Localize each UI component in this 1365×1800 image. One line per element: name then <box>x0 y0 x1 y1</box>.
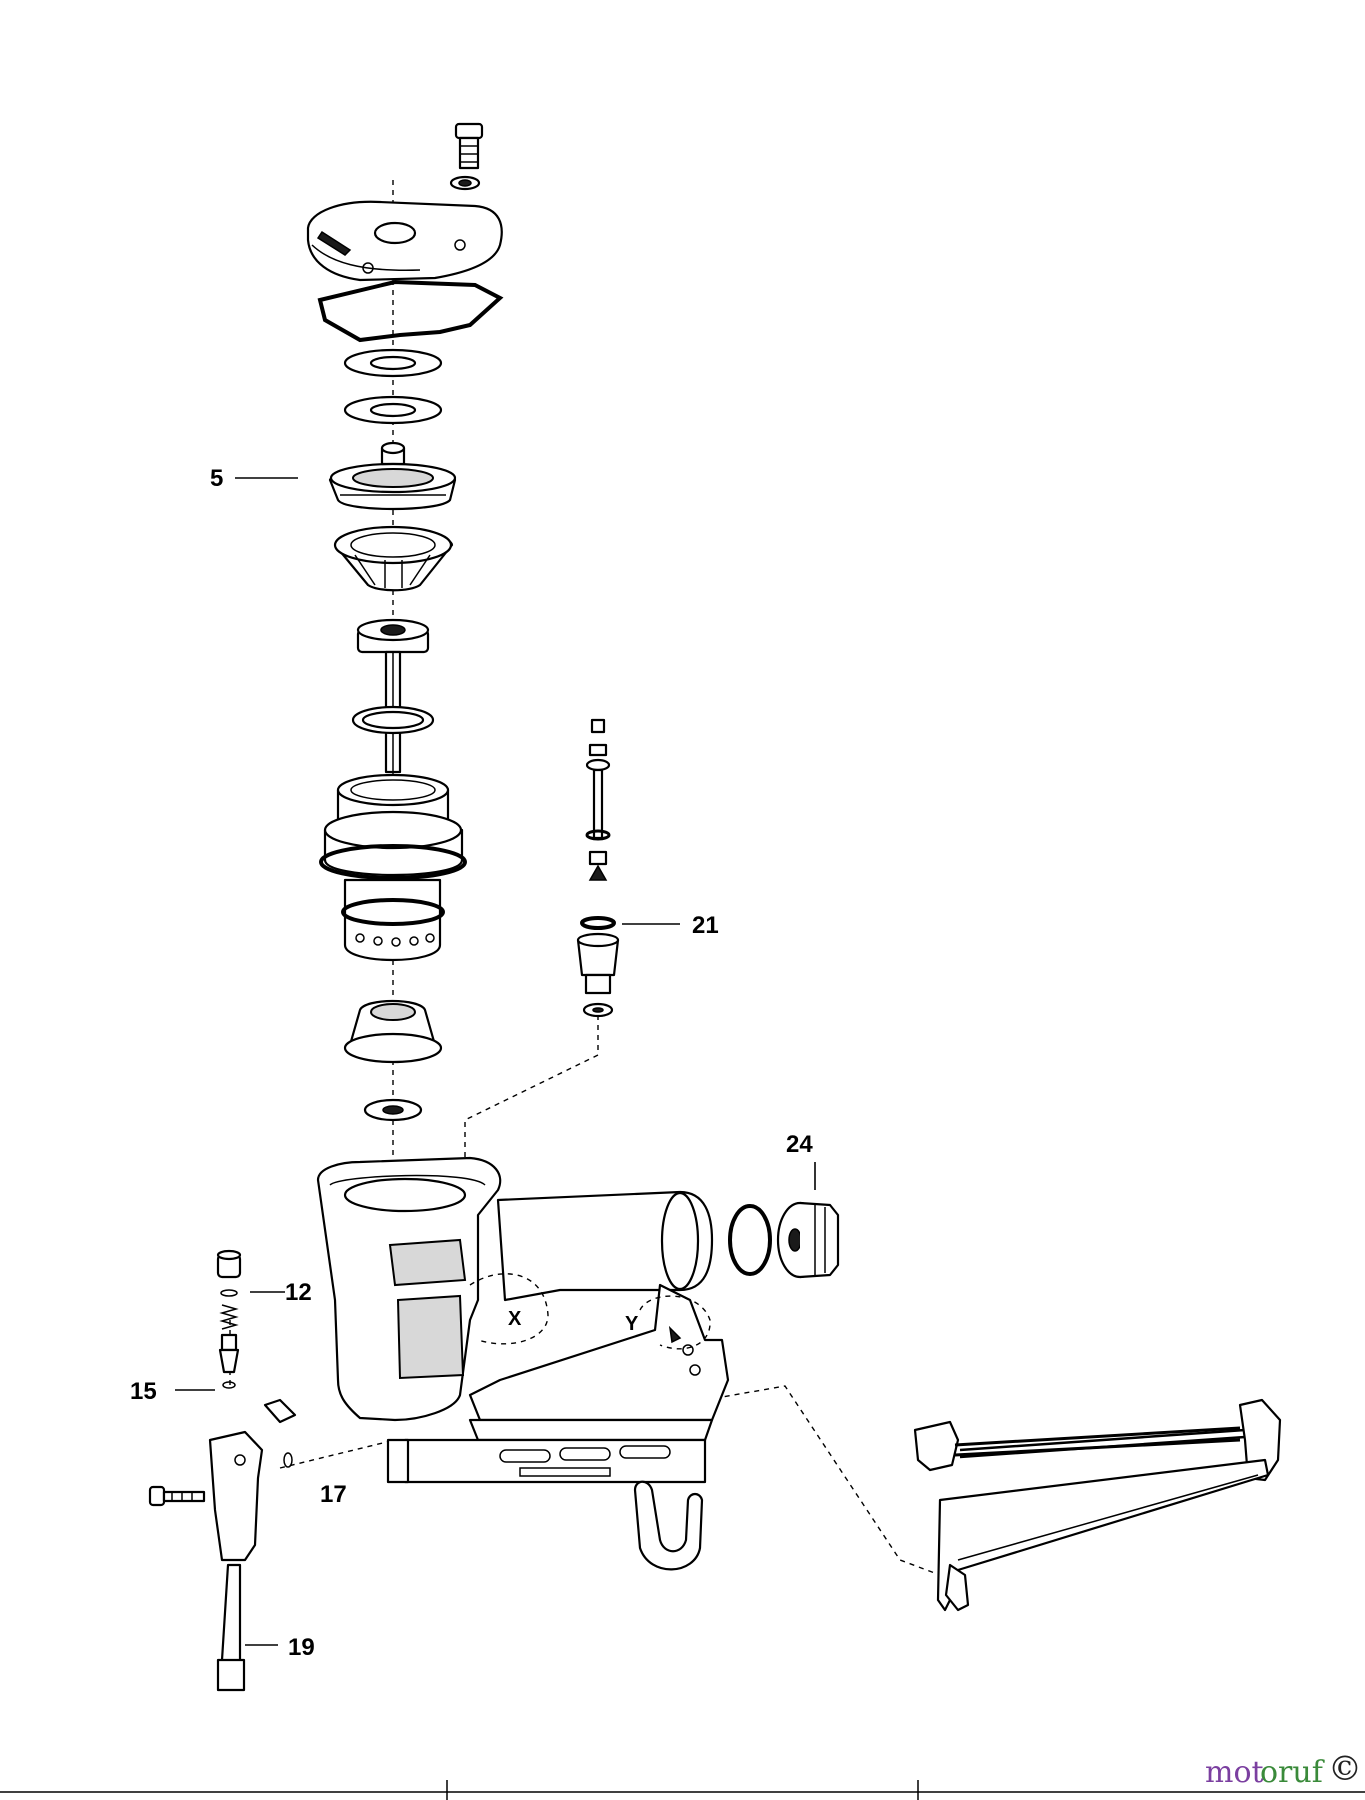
trigger-valve-assembly <box>576 718 620 1018</box>
head-valve-assembly <box>328 441 457 511</box>
page-frame <box>0 1780 1365 1800</box>
callout-labels: 5 21 24 12 15 17 19 <box>130 465 813 1661</box>
cap-screw <box>454 122 484 170</box>
belt-hook <box>633 1480 704 1571</box>
callout-19: 19 <box>288 1634 315 1661</box>
valve-cone <box>333 525 454 592</box>
callout-12: 12 <box>285 1279 312 1306</box>
nailer-housing <box>316 1156 730 1484</box>
contact-trip-arm <box>208 1430 264 1692</box>
callout-5: 5 <box>210 465 223 492</box>
trigger-cap <box>216 1249 242 1279</box>
bumper-washer <box>363 1098 423 1122</box>
piston-top <box>356 618 430 654</box>
leader-lines <box>175 477 816 1646</box>
pin-17 <box>283 1452 293 1468</box>
watermark-text-b: oruf <box>1260 1755 1325 1790</box>
zone-x-label: X <box>508 1308 522 1330</box>
watermark-logo: mot oruf © <box>1205 1749 1362 1790</box>
callout-24: 24 <box>786 1131 813 1158</box>
cylinder-body <box>319 810 467 962</box>
end-cap-fitting <box>776 1201 840 1279</box>
detail-zones: X Y <box>469 1273 711 1350</box>
trigger-spring <box>219 1289 239 1330</box>
top-spacer <box>343 348 443 378</box>
trigger-plunger <box>218 1333 240 1389</box>
bumper <box>343 1000 443 1064</box>
callout-21: 21 <box>692 912 719 939</box>
callout-17: 17 <box>320 1481 347 1508</box>
arm-screw <box>148 1485 206 1507</box>
piston-ring <box>351 705 435 735</box>
upper-spacer <box>343 395 443 425</box>
cap-gasket <box>317 279 504 343</box>
callout-15: 15 <box>130 1378 157 1405</box>
zone-y-label: Y <box>625 1313 639 1335</box>
watermark-text-a: mot <box>1205 1755 1264 1790</box>
watermark-copyright: © <box>1328 1749 1362 1789</box>
end-cap-oring <box>728 1204 772 1276</box>
lock-washer <box>449 175 481 191</box>
magazine-assembly <box>913 1398 1282 1612</box>
small-clip <box>263 1398 297 1424</box>
cylinder-cap <box>306 200 503 282</box>
